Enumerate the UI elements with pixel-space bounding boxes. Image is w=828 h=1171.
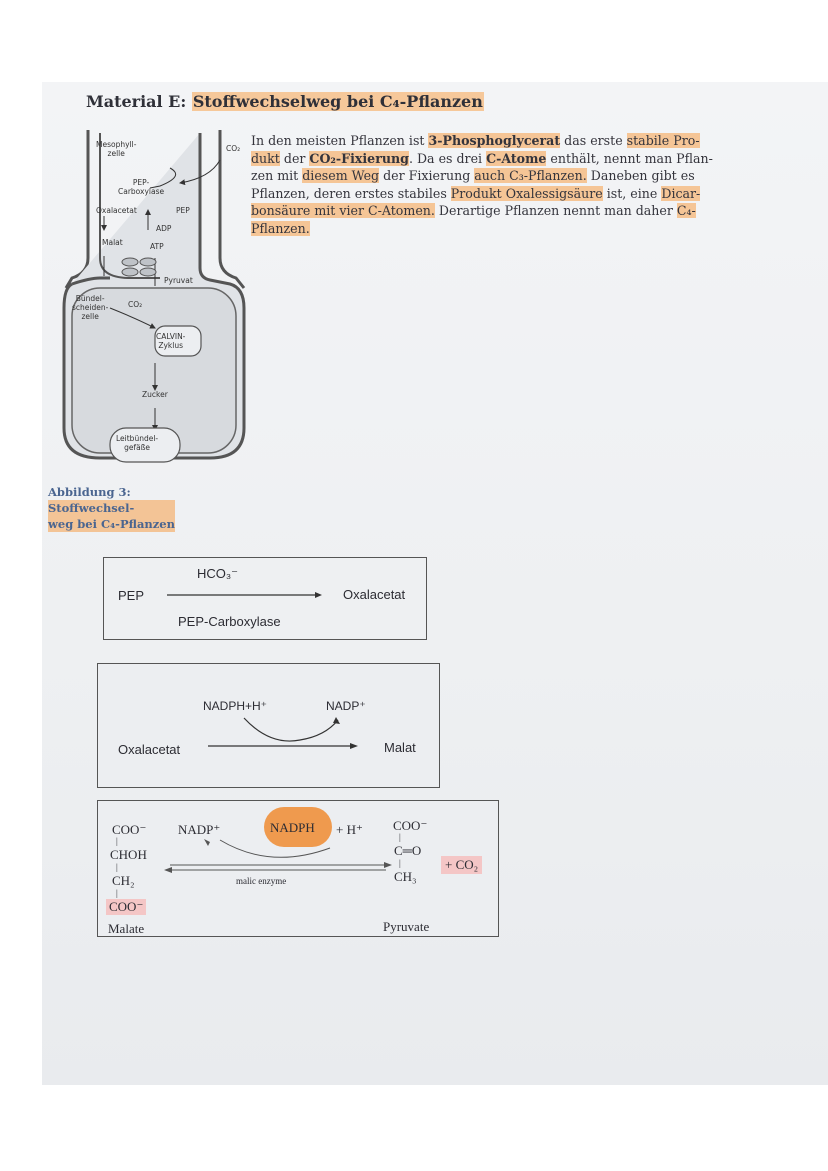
malic-enzyme-label: malic enzyme [236, 876, 287, 886]
malate-group-4: COO⁻ [106, 899, 147, 915]
pyruvate-group-1: COO⁻ [393, 818, 428, 833]
highlight-run: auch C₃-Pflanzen. [474, 168, 587, 183]
reaction3-arrows [164, 839, 392, 873]
highlight-run: stabile Pro- [626, 133, 700, 148]
paragraph-line: In den meisten Pflanzen ist 3-Phosphogly… [251, 132, 771, 150]
caption-line: Abbildung 3: Stoffwechsel- [48, 484, 175, 516]
highlight-run: Produkt Oxalessigsäure [450, 185, 603, 201]
label-adp: ADP [156, 224, 172, 233]
text-run: ist, eine [602, 185, 662, 201]
highlight-run: bonsäure mit vier C-Atomen. [251, 203, 435, 218]
highlight-run: Dicar- [661, 185, 701, 201]
paragraph-line: bonsäure mit vier C-Atomen. Derartige Pf… [251, 202, 771, 220]
highlight-run: dukt [251, 150, 280, 166]
highlight-run: C-Atome [486, 150, 547, 166]
label-pep-carboxylase: PEP-Carboxylase [118, 178, 165, 196]
label-mesophyll: Mesophyll-zelle [96, 140, 137, 158]
text-run: Derartige Pflanzen nennt man daher [434, 203, 677, 218]
label-oxalacetat: Oxalacetat [96, 206, 137, 215]
label-pyruvat: Pyruvat [164, 276, 193, 285]
reaction-box-reduction [97, 663, 440, 788]
text-run: In den meisten Pflanzen ist [251, 133, 429, 148]
caption-line: weg bei C₄-Pflanzen [48, 516, 175, 532]
reaction2-arrow [208, 717, 358, 749]
text-run: der [279, 150, 310, 166]
co2-product: + CO₂ [441, 856, 483, 874]
highlight-run: diesem Weg [302, 168, 380, 183]
oxalacetat-product: Oxalacetat [343, 587, 406, 602]
reaction1-arrow [167, 592, 322, 598]
text-run: Pflanzen, deren erstes stabiles [251, 185, 451, 201]
malate-group-1: COO⁻ [112, 822, 147, 837]
hco3-label: HCO₃⁻ [197, 566, 239, 581]
nadph-highlight [264, 807, 332, 847]
bond: | [116, 836, 118, 846]
title-prefix: Material E: [86, 92, 192, 111]
text-run: Daneben gibt es [586, 168, 695, 183]
bond: | [116, 888, 118, 898]
paragraph-line: Pflanzen, deren erstes stabiles Produkt … [251, 185, 771, 203]
highlight-run: 3-Phosphoglycerat [428, 133, 561, 148]
reaction-box-carboxylation [103, 557, 427, 640]
pep-substrate: PEP [118, 588, 145, 603]
malate-group-3: CH₂ [112, 873, 135, 888]
highlight-run: CO₂-Fixierung [309, 150, 409, 166]
label-leitbuendel: Leitbündel-gefäße [116, 434, 159, 452]
label-zucker: Zucker [142, 390, 168, 399]
label-calvin: CALVIN-Zyklus [156, 332, 186, 350]
nadph-label: NADPH+H⁺ [203, 699, 268, 713]
figure-caption: Abbildung 3: Stoffwechsel- weg bei C₄-Pf… [48, 484, 175, 532]
malate-label: Malate [108, 921, 145, 936]
highlight-run: Pflanzen. [251, 220, 310, 236]
bond: | [116, 862, 118, 872]
label-malat: Malat [102, 238, 123, 247]
nadp-cofactor: NADP⁺ [178, 822, 221, 837]
label-co2-top: CO₂ [226, 144, 241, 153]
nadp-label: NADP⁺ [326, 699, 366, 713]
paragraph-line: zen mit diesem Weg der Fixierung auch C₃… [251, 167, 771, 185]
pyruvate-label: Pyruvate [383, 919, 430, 934]
pyruvate-group-2: C═O [394, 843, 422, 858]
highlight-run: C₄- [676, 203, 696, 218]
paragraph-line: dukt der CO₂-Fixierung. Da es drei C-Ato… [251, 150, 771, 168]
text-run: zen mit [251, 168, 303, 183]
title-highlight: Stoffwechselweg bei C₄-Pflanzen [191, 92, 484, 111]
material-title: Material E: Stoffwechselweg bei C₄-Pflan… [86, 92, 484, 111]
oxalacetat-substrate: Oxalacetat [118, 742, 181, 757]
malat-product: Malat [384, 740, 416, 755]
c4-pathway-diagram: Mesophyll-zelle CO₂ PEP-Carboxylase Oxal… [60, 128, 260, 478]
text-run: der Fixierung [379, 168, 475, 183]
text-run: das erste [560, 133, 627, 148]
pep-carboxylase-enzyme: PEP-Carboxylase [178, 614, 281, 629]
text-run: . Da es drei [408, 150, 487, 166]
label-pep: PEP [176, 206, 190, 215]
bond: | [399, 832, 401, 842]
label-atp: ATP [150, 242, 164, 251]
bond: | [399, 858, 401, 868]
intro-paragraph: In den meisten Pflanzen ist 3-Phosphogly… [251, 132, 771, 237]
text-run: enthält, nennt man Pflan- [546, 150, 713, 166]
paragraph-line: Pflanzen. [251, 220, 771, 238]
nadph-cofactor: NADPH [270, 820, 315, 835]
malate-group-2: CHOH [110, 847, 147, 862]
label-co2-inner: CO₂ [128, 300, 143, 309]
cell-outline-svg [62, 130, 246, 463]
pyruvate-group-3: CH₃ [394, 869, 417, 884]
proton: + H⁺ [336, 822, 363, 837]
label-buendelscheidenzelle: Bündel-scheiden-zelle [72, 294, 109, 321]
